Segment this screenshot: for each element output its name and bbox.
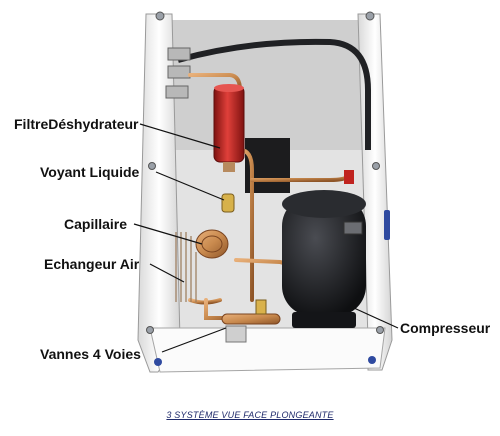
red-coupling (344, 170, 354, 184)
base-plate (149, 327, 386, 373)
filter-drier (213, 84, 245, 172)
label-filtre-deshydrateur: FiltreDéshydrateur (14, 116, 139, 132)
leader-echangeur (149, 263, 185, 283)
four-way-valve (221, 299, 281, 343)
screw-low-right (376, 326, 384, 334)
leader-compresseur (353, 307, 399, 329)
label-echangeur-air: Echangeur Air (44, 256, 140, 272)
leader-lines (133, 123, 399, 353)
leader-filtre (139, 123, 221, 149)
capillary-coil (195, 229, 229, 259)
label-compresseur: Compresseur (400, 320, 491, 336)
screw-mid-right (372, 162, 380, 170)
compressor (282, 190, 366, 328)
leader-vannes (161, 327, 227, 353)
screw-mid-left (148, 162, 156, 170)
figure-caption: 3 SYSTÈME VUE FACE PLONGEANTE (166, 410, 334, 420)
label-capillaire: Capillaire (64, 216, 128, 232)
water-hose (177, 38, 371, 150)
top-connectors (165, 47, 191, 99)
label-voyant-liquide: Voyant Liquide (40, 164, 140, 180)
screw-low-left (146, 326, 154, 334)
left-frame (137, 13, 181, 373)
label-vannes-4-voies: Vannes 4 Voies (40, 346, 141, 362)
screw-top-left (155, 11, 165, 21)
side-connector (384, 210, 390, 240)
leader-capillaire (133, 223, 203, 245)
back-wall (150, 20, 378, 180)
screw-top-right (365, 11, 375, 21)
air-exchanger (175, 232, 197, 302)
sight-glass (221, 193, 235, 213)
leader-voyant (155, 171, 225, 201)
foot-screw-left (154, 358, 162, 366)
foot-screw-right (368, 356, 376, 364)
